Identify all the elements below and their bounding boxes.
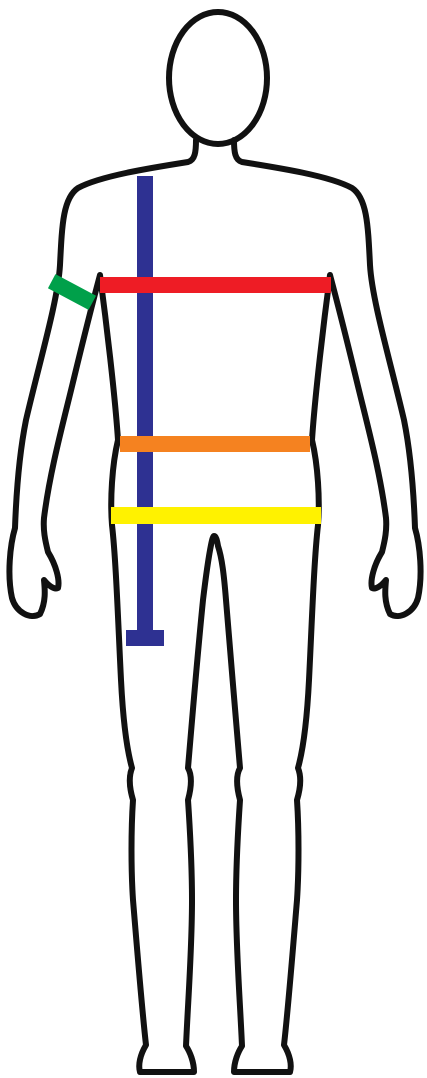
length-measurement-end-cap xyxy=(126,630,164,646)
length-measurement-marker xyxy=(137,176,153,636)
hip-measurement-marker xyxy=(111,507,321,524)
waist-measurement-marker xyxy=(120,436,310,452)
chest-measurement-marker xyxy=(100,277,331,293)
